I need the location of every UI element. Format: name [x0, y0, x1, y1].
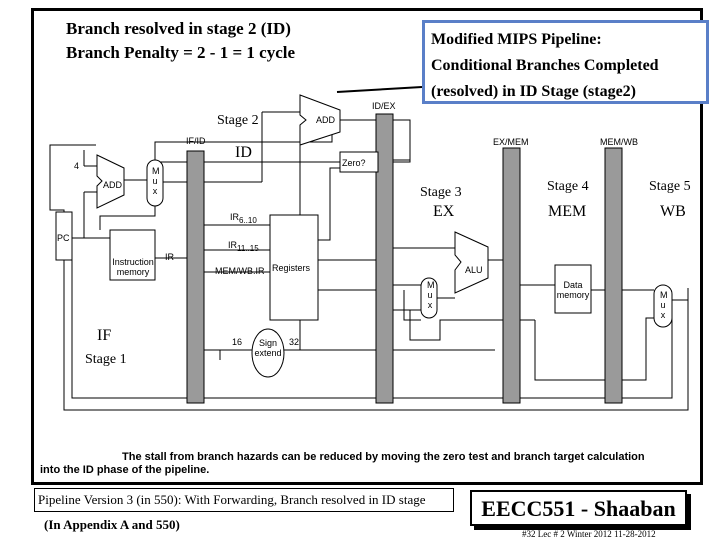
sixteen-label: 16 [232, 337, 243, 347]
stage3-label: Stage 3 [420, 185, 462, 200]
mem-wb-register [604, 147, 623, 404]
ir-6-10-label: IR6..10 [230, 212, 257, 225]
callout-line1: Modified MIPS Pipeline: [431, 31, 602, 48]
header-line2: Branch Penalty = 2 - 1 = 1 cycle [66, 43, 296, 62]
slide-number: #32 Lec # 2 Winter 2012 11-28-2012 [522, 529, 656, 539]
slide-frame [31, 8, 703, 485]
stage1-label: Stage 1 [85, 352, 127, 367]
alu-block [454, 231, 489, 294]
brand-box: EECC551 - Shaaban [470, 490, 687, 526]
id-label: ID [235, 144, 252, 161]
alu-label: ALU [465, 265, 483, 275]
instruction-memory-block [109, 229, 156, 281]
thirtytwo-label: 32 [289, 337, 300, 347]
sign-extend-block [251, 328, 285, 378]
add2-block [299, 94, 341, 146]
callout-line2: Conditional Branches Completed [431, 57, 659, 74]
wire-wb-feedback [71, 238, 673, 399]
footer-version: Pipeline Version 3 (in 550): With Forwar… [34, 488, 454, 512]
caption-line2: into the ID phase of the pipeline. [40, 464, 210, 476]
wb-label: WB [660, 203, 686, 220]
ex-mem-label: EX/MEM [493, 137, 529, 147]
add-block [96, 154, 125, 209]
mem-wb-ir-label: MEM/WB.IR [215, 266, 265, 276]
mem-label: MEM [548, 203, 587, 220]
wire-bottom-loop [63, 258, 689, 411]
pc-block [55, 211, 73, 261]
if-id-label: IF/ID [186, 136, 206, 146]
ex-label: EX [433, 203, 455, 220]
zero-label: Zero? [342, 158, 366, 168]
mux-wb [653, 284, 673, 328]
mux-ex [420, 277, 438, 319]
ex-mem-register [502, 147, 521, 404]
header-line1: Branch resolved in stage 2 (ID) [66, 19, 291, 38]
four-label: 4 [74, 161, 80, 171]
callout-pointer [336, 86, 423, 93]
mux-if [146, 159, 164, 207]
ir-label: IR [165, 252, 174, 262]
id-ex-label: ID/EX [372, 101, 396, 111]
callout-line3: (resolved) in ID Stage (stage2) [431, 83, 637, 100]
caption-line1: The stall from branch hazards can be red… [122, 451, 645, 463]
stage5-label: Stage 5 [649, 179, 691, 194]
add2-label: ADD [316, 115, 336, 125]
registers-label: Registers [272, 263, 311, 273]
callout-box: Modified MIPS Pipeline: Conditional Bran… [422, 20, 709, 104]
add-label: ADD [103, 180, 123, 190]
ir-11-15-label: IR11..15 [228, 240, 259, 253]
mem-wb-label: MEM/WB [600, 137, 638, 147]
pc-label: PC [57, 233, 70, 243]
if-id-register [186, 150, 205, 404]
stage4-label: Stage 4 [547, 179, 589, 194]
footer-appendix: (In Appendix A and 550) [44, 517, 180, 532]
registers-block [269, 214, 319, 321]
zero-block [339, 151, 379, 173]
stage2-label: Stage 2 [217, 113, 259, 128]
if-label: IF [97, 327, 112, 344]
id-ex-register [375, 113, 394, 404]
data-memory-block [554, 264, 592, 314]
